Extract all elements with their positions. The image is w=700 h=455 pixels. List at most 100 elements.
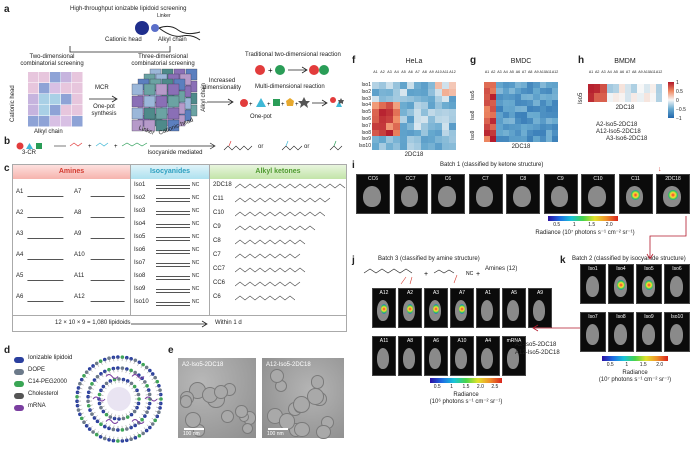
- heatmap-cell: [521, 112, 528, 119]
- heatmap-cell: [502, 100, 509, 107]
- heatmap-cell: [508, 94, 516, 101]
- heatmap-cell: [442, 136, 450, 144]
- amine-label: A2: [16, 210, 24, 216]
- heatmap-cell: [372, 95, 380, 103]
- heatmap-col-label: A12: [551, 70, 559, 74]
- scale-tick: −0.5: [676, 107, 686, 113]
- amine-label: A12: [74, 294, 85, 300]
- heatmap-cell: [539, 106, 546, 113]
- nc-text: NC: [192, 182, 200, 188]
- mouse-label: CC7: [405, 176, 416, 182]
- two-dim-grid: [28, 72, 83, 127]
- mouse-label: Iso7: [588, 314, 598, 320]
- heatmap-col-label: A4: [607, 70, 612, 74]
- isocyanide-label: Iso9: [134, 286, 146, 292]
- amine-structure: [85, 250, 125, 260]
- amine-label: A7: [74, 189, 82, 195]
- heatmap-cell: [490, 130, 497, 137]
- heatmap-cell: [372, 88, 380, 96]
- heatmap-col-label: A1: [373, 70, 378, 74]
- heatmap-cell: [490, 82, 497, 89]
- heatmap-cell: [551, 106, 559, 113]
- heatmap-cell: [514, 136, 522, 143]
- heatmap-cell: [606, 84, 613, 94]
- heatmap-cell: [508, 112, 516, 119]
- mouse-image: Iso1: [580, 264, 606, 304]
- mouse-body: [400, 185, 419, 207]
- heatmap-cell: [496, 82, 503, 89]
- heatmap-cell: [594, 93, 601, 103]
- mouse-label: C7: [482, 176, 489, 182]
- heatmap-cell: [414, 88, 422, 96]
- heatmap-cell: [502, 136, 509, 143]
- heatmap-cell: [407, 122, 415, 130]
- heatmap-cell: [484, 130, 491, 137]
- heatmap-cell: [428, 122, 436, 130]
- heatmap-row-label: Iso3: [361, 95, 371, 102]
- heatmap-cell: [484, 118, 491, 125]
- panel-label-h: h: [578, 55, 585, 66]
- heatmap-cell: [386, 88, 394, 96]
- heatmap-cell: [372, 122, 380, 130]
- colorbar-tick: 1.5: [639, 362, 647, 368]
- heatmap-col-label: A5: [613, 70, 618, 74]
- heatmap-cell: [372, 143, 380, 151]
- heatmap-cell: [618, 84, 626, 94]
- heatmap-cell: [421, 82, 429, 90]
- heatmap-cell: [379, 95, 387, 103]
- scale-tick: −1: [676, 116, 682, 122]
- heatmap-cell: [421, 102, 429, 110]
- scale-bar-2: 100 nm: [267, 431, 284, 437]
- ketone-structure: [235, 281, 301, 287]
- legend-swatch: [14, 357, 24, 363]
- scale-tick: 0: [676, 98, 679, 104]
- heatmap-color-scale: [668, 82, 674, 118]
- heatmap-cell: [521, 118, 528, 125]
- heatmap-cell: [496, 106, 503, 113]
- colorbar-tick: 1.5: [588, 222, 596, 228]
- heatmap-cell: [435, 129, 443, 137]
- mouse-label: Iso10: [670, 314, 684, 320]
- nc-text: NC: [192, 221, 200, 227]
- heatmap-cell: [539, 100, 546, 107]
- or-label-2: or: [304, 144, 310, 150]
- batch2-colorbar-label2: (10⁷ photons s⁻¹ cm⁻² sr⁻¹): [598, 377, 672, 383]
- legend-swatch: [14, 393, 24, 399]
- mouse-body: [481, 347, 494, 369]
- heatmap-cell: [539, 88, 546, 95]
- nc-text: NC: [192, 234, 200, 240]
- cationic-axis-label: Cationic head: [10, 85, 16, 122]
- heatmap-col-label: A12: [449, 70, 456, 74]
- amine-label: A3: [16, 231, 24, 237]
- heatmap-cell: [386, 116, 394, 124]
- selected-lipidoid: A12-Iso5-2DC18: [596, 129, 641, 135]
- traditional-label: Traditional two-dimensional reaction: [245, 52, 341, 58]
- panel-label-f: f: [352, 55, 356, 66]
- mouse-body: [403, 347, 416, 369]
- heatmap-cell: [496, 94, 503, 101]
- amine-structure: [85, 271, 125, 281]
- lnp-particle: [292, 395, 311, 413]
- luminescence-signal: [630, 190, 641, 201]
- heatmap-cell: [379, 122, 387, 130]
- heatmap-cell: [502, 130, 509, 137]
- lnp-particle: [221, 409, 234, 423]
- mouse-label: Iso9: [644, 314, 654, 320]
- heatmap-cell: [393, 122, 401, 130]
- luminescence-signal: [458, 304, 466, 315]
- colorbar-tick: 1: [450, 384, 453, 390]
- ketone-label: 2DC18: [213, 182, 232, 188]
- heatmap-cell: [533, 88, 540, 95]
- batch2-colorbar: [602, 356, 668, 361]
- heatmap-cell: [386, 95, 394, 103]
- legend-swatch: [14, 381, 24, 387]
- lipidoid-structure: [135, 21, 201, 41]
- ketone-structure: [235, 267, 306, 273]
- isocyanide-structure: [156, 276, 190, 280]
- heatmap-col-label: A8: [528, 70, 533, 74]
- heatmap-col-label: A3: [497, 70, 502, 74]
- heatmap-cell: [521, 88, 528, 95]
- heatmap-cell: [421, 143, 429, 151]
- heatmap-cell: [386, 102, 394, 110]
